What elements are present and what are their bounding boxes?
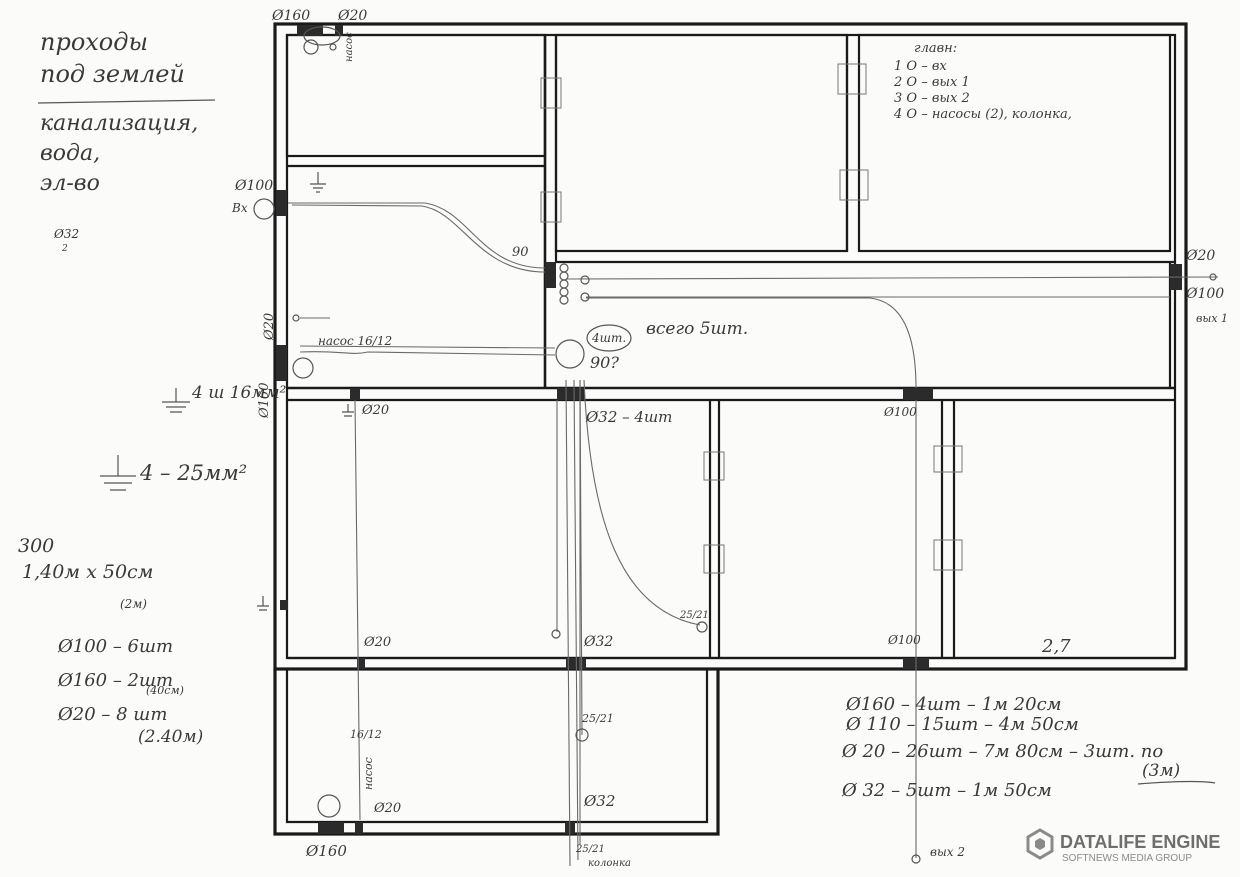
risers [253, 39, 1217, 864]
legend-item-2: 2 О – вых 1 [893, 75, 970, 90]
label-d160-left: Ø160 [257, 383, 272, 419]
totals-row-1: Ø160 – 4шт – 1м 20см [845, 694, 1062, 715]
logo-name: DATALIFE ENGINE [1060, 832, 1220, 852]
notes-ground-1: 4 ш 16мм² [191, 383, 287, 403]
notes-sum-d160-note: (40см) [146, 684, 184, 697]
label-25-21-a: 25/21 [679, 610, 709, 621]
notes-subtitle-3: эл-во [40, 171, 100, 196]
notes-d32-sub: 2 [61, 244, 68, 254]
notes-sum-d20-note: (2.40м) [138, 727, 203, 747]
door-openings [540, 63, 963, 574]
label-90-top: 90 [512, 245, 529, 260]
label-nasos-16: насос 16/12 [318, 334, 392, 348]
label-25-21-b: 25/21 [581, 712, 614, 725]
notes-ground-2: 4 – 25мм² [139, 461, 247, 485]
label-d160-top: Ø160 [271, 8, 310, 24]
label-d100-right: Ø100 [1185, 286, 1224, 302]
label-d32-low: Ø32 [583, 634, 613, 650]
label-d20-right: Ø20 [1185, 248, 1215, 264]
totals-row-3-note: (3м) [1142, 761, 1180, 781]
notes-pit-2: 1,40м х 50см [22, 561, 153, 583]
label-d20-low: Ø20 [363, 635, 391, 650]
label-room-27: 2,7 [1041, 636, 1071, 657]
label-d32-bot: Ø32 [583, 792, 615, 810]
label-d160-bot: Ø160 [305, 842, 347, 860]
notes-title-2: под землей [40, 60, 185, 88]
legend-item-1: 1 О – вх [894, 59, 947, 74]
label-count-4: 4шт. [591, 331, 626, 345]
notes-sum-d20: Ø20 – 8 шт [57, 704, 167, 725]
label-d100-low: Ø100 [887, 633, 921, 647]
notes-subtitle-1: канализация, [40, 111, 198, 136]
notes-sum-d160: Ø160 – 2шт [57, 670, 173, 691]
label-90-mid: 90? [590, 353, 619, 372]
decorations [37, 26, 1216, 785]
label-d20-left: Ø20 [262, 313, 277, 341]
totals-row-3: Ø 20 – 26шт – 7м 80см – 3шт. по [841, 741, 1163, 762]
pipes [288, 202, 1219, 867]
legend-item-4: 4 О – насосы (2), колонка, [893, 107, 1072, 122]
notes-pit-1: 300 [18, 535, 54, 557]
label-nasos-top: насос [344, 32, 355, 62]
label-kolonka: колонка [588, 858, 631, 869]
label-total: всего 5шт. [646, 319, 748, 339]
notes-sum-2m: (2м) [120, 597, 147, 611]
logo-icon [1026, 828, 1054, 860]
label-nasos-v: насос [362, 757, 375, 790]
label-d20-top: Ø20 [337, 8, 367, 24]
ground-symbols [100, 172, 354, 611]
label-d100-left: Ø100 [234, 178, 273, 194]
notes-d32: Ø32 [53, 227, 79, 241]
label-d20-bot: Ø20 [373, 801, 401, 816]
label-vyh1: вых 1 [1196, 312, 1228, 325]
label-d20-mid: Ø20 [361, 403, 389, 418]
legend-item-3: 3 О – вых 2 [894, 91, 970, 106]
label-d100-mid: Ø100 [883, 405, 917, 419]
label-vh: Вх [231, 201, 248, 215]
label-25-21-c: 25/21 [575, 844, 605, 855]
legend-title: главн: [914, 41, 957, 56]
notes-title-1: проходы [40, 28, 148, 56]
notes-subtitle-2: вода, [40, 141, 100, 166]
totals-row-2: Ø 110 – 15шт – 4м 50см [845, 714, 1079, 735]
label-16-12: 16/12 [350, 728, 382, 741]
notes-sum-d100: Ø100 – 6шт [57, 636, 173, 657]
logo-sub: SOFTNEWS MEDIA GROUP [1062, 853, 1192, 864]
totals-row-4: Ø 32 – 5шт – 1м 50см [841, 780, 1052, 801]
datalife-logo: DATALIFE ENGINE SOFTNEWS MEDIA GROUP [1026, 828, 1220, 864]
label-d32-4: Ø32 – 4шт [585, 408, 672, 426]
label-vyh2: вых 2 [930, 845, 965, 859]
